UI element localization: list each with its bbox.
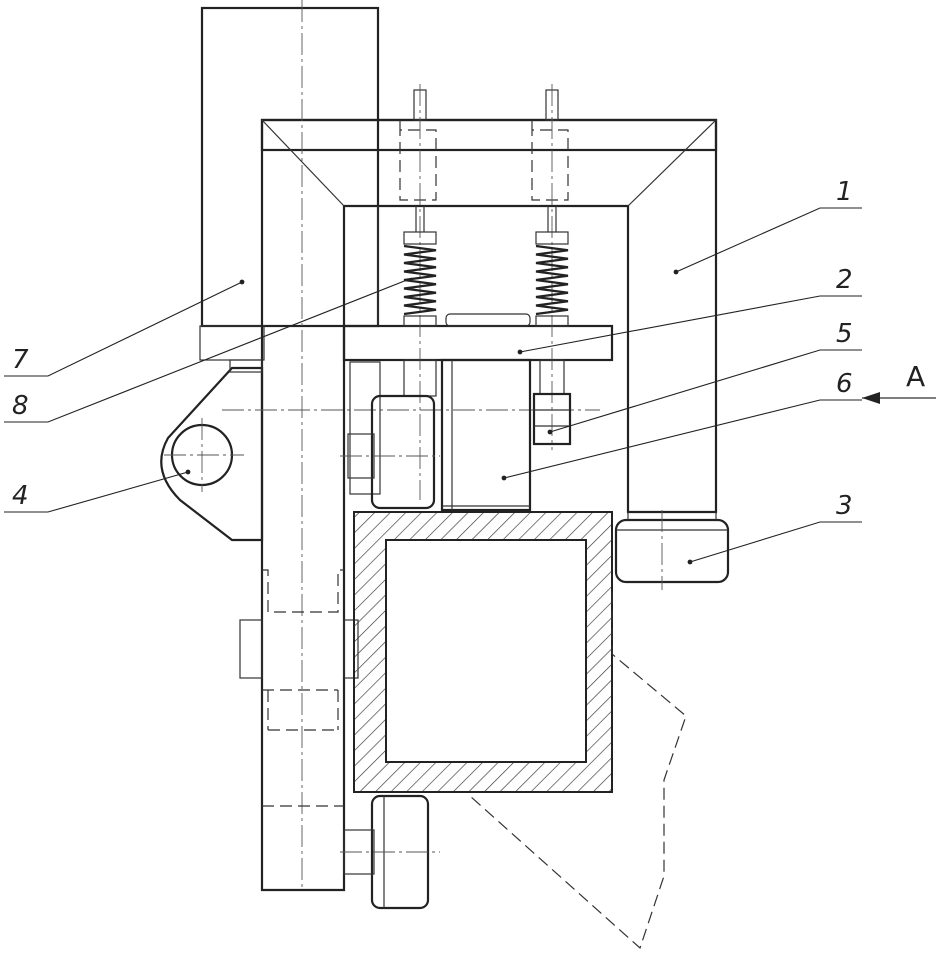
hatched-wall	[353, 511, 613, 793]
label-3: 3	[836, 491, 853, 521]
label-5: 5	[836, 319, 853, 349]
studs	[399, 84, 569, 500]
label-2: 2	[836, 265, 853, 295]
left-column-hidden-slots	[239, 569, 359, 807]
label-8: 8	[12, 391, 29, 421]
part-2-cross-plate	[342, 313, 614, 362]
part-4-hinge-lug	[160, 359, 264, 542]
part-8-springs	[403, 231, 569, 327]
view-direction-arrow	[862, 392, 936, 404]
view-label: A	[906, 360, 925, 393]
label-1: 1	[836, 177, 853, 207]
bottom-roller	[340, 794, 440, 910]
part-5-bolt	[532, 359, 572, 446]
leader-lines	[4, 207, 862, 563]
label-6: 6	[836, 369, 853, 399]
hatched-section-box	[353, 511, 613, 793]
left-roller-assembly	[340, 359, 440, 510]
phantom-outline	[469, 592, 687, 950]
part-7-block	[199, 6, 380, 361]
label-7: 7	[12, 345, 29, 375]
part-6-block	[440, 358, 532, 512]
label-4: 4	[12, 481, 29, 511]
part-1-frame	[260, 118, 718, 892]
part-3-roller	[614, 510, 730, 590]
